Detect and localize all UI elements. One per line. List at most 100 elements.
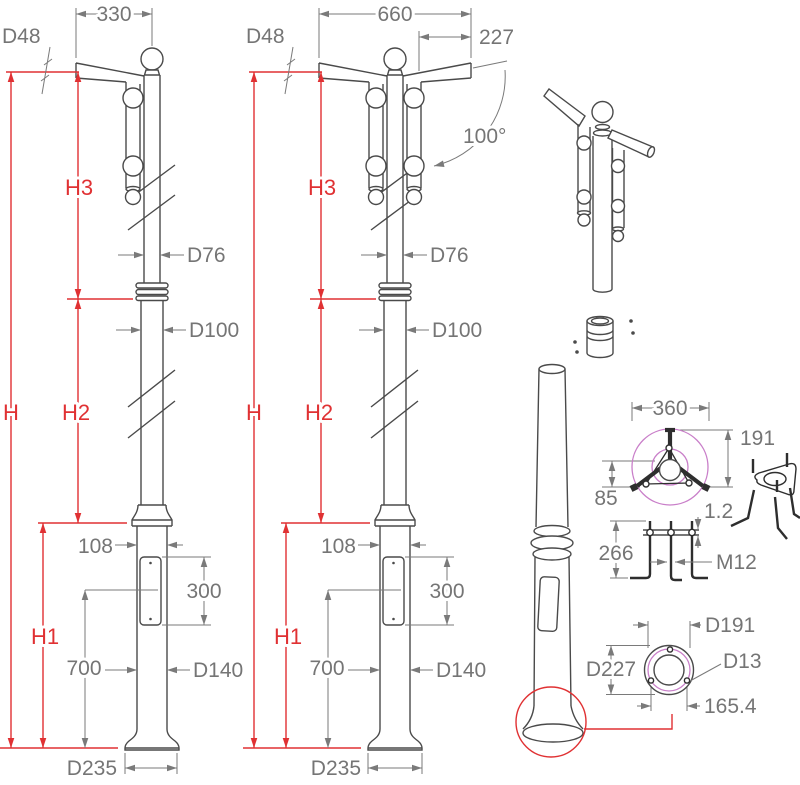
dim-266-label: 266 [598, 542, 633, 565]
dim-108-label: 108 [321, 535, 356, 558]
single-dims: 330 D48 D76 D100 108 300 700 D140 D235 [0, 0, 246, 783]
dim-300-label: 300 [186, 580, 221, 603]
arm-orb [403, 87, 425, 109]
base-callout-circle [515, 686, 587, 758]
iso-left-arm [543, 88, 586, 128]
double-height-dims: H H3 H2 H1 [243, 71, 376, 749]
dim-d191-label: D191 [705, 614, 755, 637]
bracket-arm-left [318, 62, 388, 83]
dim-h-label: H [3, 400, 19, 425]
iso-base-plate [522, 723, 584, 743]
center-hole [658, 458, 682, 482]
iso-neck-ring [594, 123, 611, 131]
iso-end-ball [577, 213, 591, 227]
dim-d227-label: D227 [586, 658, 636, 681]
anchor-nut [688, 528, 696, 537]
fastener-dot [629, 319, 633, 323]
dim-d100-label: D100 [432, 319, 482, 342]
dim-700-label: 700 [66, 657, 101, 680]
single-arm-bracket [75, 62, 145, 206]
anchor-cage-3d [730, 453, 800, 540]
iso-orb [576, 189, 592, 205]
cage-plate-hole [763, 471, 787, 487]
arm-orb [122, 155, 144, 177]
dim-h1-label: H1 [31, 624, 59, 649]
dim-227-label: 227 [479, 26, 514, 49]
base-callout-leader [584, 714, 673, 730]
dim-191-label: 191 [740, 427, 775, 450]
flange-hole [647, 677, 655, 684]
dim-d76-label: D76 [430, 244, 469, 267]
bolt-hole [642, 480, 650, 488]
double-arm-brackets [318, 62, 472, 206]
spoke-feet [629, 483, 711, 492]
dim-108-label: 108 [78, 535, 113, 558]
iso-lower-body [533, 556, 572, 707]
dim-165-4-label: 165.4 [704, 695, 757, 718]
dim-m12-label: M12 [716, 551, 757, 574]
anchor-rods [630, 535, 708, 582]
iso-shaft-top [538, 363, 566, 375]
fastener-dot [631, 331, 635, 335]
dim-d235-label: D235 [67, 757, 117, 780]
bracket-arm [75, 62, 145, 83]
dim-85-label: 85 [594, 487, 617, 510]
collar-body [586, 321, 614, 359]
bolt-hole [685, 479, 693, 487]
exploded-collar-piece [573, 315, 635, 359]
arm-orb [365, 87, 387, 109]
iso-lower-shaft [535, 368, 569, 528]
dim-d13-label: D13 [723, 650, 762, 673]
dim-300-label: 300 [429, 580, 464, 603]
bracket-arm-right [402, 62, 472, 83]
arm-orb [122, 87, 144, 109]
iso-orb [610, 198, 626, 214]
anchor-nut [667, 528, 675, 537]
arm-end-ball [405, 188, 423, 206]
dim-330-label: 330 [96, 3, 131, 26]
fastener-dot [575, 350, 579, 354]
single-arm-elevation: H H3 H2 H1 330 D48 D76 D100 108 300 700 … [0, 0, 246, 783]
collar-bore [590, 317, 610, 325]
dim-100deg-label: 100° [463, 125, 506, 148]
flange-hole [666, 646, 674, 653]
arm-end-ball [367, 188, 385, 206]
dim-h3-label: H3 [65, 175, 93, 200]
cage-studs [751, 453, 789, 492]
iso-access-door [537, 576, 560, 632]
dim-660-label: 660 [377, 3, 412, 26]
iso-right-arm [607, 129, 654, 158]
iso-arm-end [646, 146, 656, 158]
isometric-pole-lower [515, 363, 673, 758]
iso-pole [592, 136, 613, 293]
dim-1-2-label: 1.2 [704, 500, 733, 523]
dim-700-label: 700 [309, 657, 344, 680]
dim-360-label: 360 [652, 397, 687, 420]
flange-hole [683, 677, 691, 684]
cage-legs [730, 487, 800, 540]
dim-d140-label: D140 [193, 659, 243, 682]
dim-d140-label: D140 [436, 659, 486, 682]
dim-d48-label: D48 [2, 25, 41, 48]
dim-h2-label: H2 [62, 400, 90, 425]
arm-orb [403, 155, 425, 177]
bracket-top-view-detail: 360 191 85 [591, 394, 778, 513]
anchor-nut [646, 528, 654, 537]
dim-h1-label: H1 [274, 624, 302, 649]
arm-end-ball [124, 188, 142, 206]
anchor-bolts-side-view: 266 M12 1.2 [595, 497, 760, 582]
fastener-dot [573, 340, 577, 344]
flange-bore [653, 654, 685, 686]
dim-d100-label: D100 [189, 319, 239, 342]
iso-ball-finial [591, 100, 614, 124]
dim-h-label: H [246, 400, 262, 425]
iso-collar-base [532, 547, 572, 561]
iso-end-ball [611, 229, 625, 243]
single-height-dims: H H3 H2 H1 [0, 71, 133, 749]
base-flange-detail: D191 D227 D13 165.4 [583, 611, 765, 721]
bolt-hole [665, 444, 673, 452]
double-arm-elevation: H H3 H2 H1 660 227 D48 100° D76 D100 108… [243, 0, 517, 783]
arm-orb [365, 155, 387, 177]
